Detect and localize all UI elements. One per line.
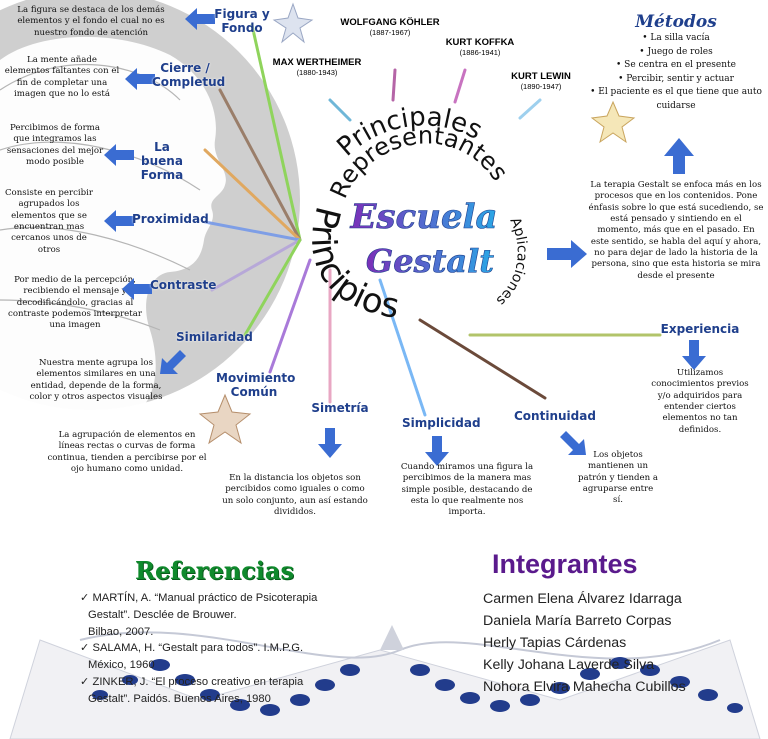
rep-years: (1887-1967) <box>369 27 411 37</box>
member-name: Daniela María Barreto Corpas <box>483 613 672 629</box>
simplicidad-text: Cuando miramos una figura la percibimos … <box>400 462 534 518</box>
star-decorations <box>198 2 636 445</box>
arrow-down-left-icon <box>160 346 188 374</box>
rep-years: (1886-1941) <box>459 47 501 57</box>
arrow-left-icon <box>104 144 134 166</box>
check-icon: ✓ <box>80 642 93 655</box>
proximidad-label: Proximidad <box>132 212 209 226</box>
buena-forma-text: Percibimos de forma que integramos las s… <box>6 123 104 168</box>
reference-item: ✓ MARTÍN, A. “Manual práctico de Psicote… <box>80 590 380 640</box>
referencias-title: Referencias <box>135 556 294 585</box>
reference-line: Bilbao, 2007. <box>88 625 154 638</box>
metodos-item: • Percibir, sentir y actuar <box>618 73 734 84</box>
metodos-item: • El paciente es el que tiene que auto c… <box>590 87 762 111</box>
proximidad-text: Consiste en percibir agrupados los eleme… <box>4 188 94 255</box>
rep-name: WOLFGANG KÖHLER <box>340 17 440 28</box>
buena-forma-label: La buena Forma <box>140 140 184 182</box>
metodos-item: • Se centra en el presente <box>616 60 736 70</box>
contraste-label: Contraste <box>150 278 217 292</box>
check-icon: ✓ <box>80 675 93 688</box>
rep-years: (1890-1947) <box>520 81 562 91</box>
rep-koffka: KURT KOFFKA (1886-1941) <box>430 37 530 58</box>
movimiento-text: La agrupación de elementos en líneas rec… <box>47 430 207 475</box>
rep-kohler: WOLFGANG KÖHLER (1887-1967) <box>320 17 460 38</box>
reference-line: México, 1960 <box>88 659 155 672</box>
arrow-right-icon <box>547 240 587 268</box>
similaridad-label: Similaridad <box>176 330 253 344</box>
reference-line: MARTÍN, A. “Manual práctico de Psicotera… <box>92 592 318 604</box>
rep-name: KURT KOFFKA <box>445 37 515 48</box>
experiencia-text: Utilizamos conocimientos previos y/o adq… <box>651 368 749 435</box>
arrow-left-icon <box>104 210 134 232</box>
member-name: Kelly Johana Laverde Silva <box>483 657 655 673</box>
continuidad-text: Los objetos mantienen un patrón y tiende… <box>578 450 659 506</box>
referencias-list: ✓ MARTÍN, A. “Manual práctico de Psicote… <box>80 590 380 708</box>
contraste-text: Por medio de la percepción, recibiendo e… <box>8 275 142 331</box>
metodos-title: Métodos <box>635 12 717 32</box>
metodos-section: Métodos • La silla vacía • Juego de roles… <box>586 12 766 113</box>
reference-item: ✓ ZINKER, J. “El proceso creativo en ter… <box>80 674 380 708</box>
member-name: Carmen Elena Álvarez Idarraga <box>483 591 682 607</box>
figura-fondo-label: Figura y Fondo <box>214 7 270 35</box>
aplicaciones-text: La terapia Gestalt se enfoca más en los … <box>588 180 764 281</box>
reference-item: ✓ SALAMA, H. “Gestalt para todos”. I.M.P… <box>80 640 380 674</box>
cierre-label: Cierre / Completud <box>152 61 226 89</box>
reference-line: SALAMA, H. “Gestalt para todos”. I.M.P.G… <box>92 642 304 655</box>
arrow-left-icon <box>185 8 215 30</box>
simetria-text: En la distancia los objetos son percibid… <box>222 473 368 518</box>
similaridad-text: Nuestra mente agrupa los elementos simil… <box>29 358 163 403</box>
member-name: Nohora Elvira Mahecha Cubillos <box>483 679 686 695</box>
rep-lewin: KURT LEWIN (1890-1947) <box>496 71 586 92</box>
metodos-list: • La silla vacía • Juego de roles • Se cen… <box>586 32 766 113</box>
arrow-down-icon <box>682 340 706 370</box>
connector-lines <box>203 23 662 417</box>
member-name: Herly Tapias Cárdenas <box>483 635 627 651</box>
arrow-down-icon <box>425 436 449 466</box>
arrow-up-icon <box>664 138 694 174</box>
reference-line: ZINKER, J. “El proceso creativo en terap… <box>92 675 304 688</box>
reference-line: Gestalt”. Desclée de Brouwer. <box>88 608 237 621</box>
title-line2: Gestalt <box>366 242 494 280</box>
metodos-item: • La silla vacía <box>642 33 710 43</box>
metodos-item: • Juego de roles <box>639 46 713 57</box>
arrow-down-right-icon <box>558 427 586 455</box>
experiencia-label: Experiencia <box>660 322 740 336</box>
title-line1: Escuela <box>349 197 497 237</box>
rep-wertheimer: MAX WERTHEIMER (1880-1943) <box>268 57 366 78</box>
reference-line: Gestalt”. Paidós. Buenos Aires, 1980 <box>88 692 271 705</box>
figura-fondo-text: La figura se destaca de los demás elemen… <box>17 5 165 38</box>
check-icon: ✓ <box>80 592 93 604</box>
cierre-text: La mente añade elementos faltantes con e… <box>4 55 120 100</box>
rep-name: MAX WERTHEIMER <box>272 57 362 68</box>
rep-years: (1880-1943) <box>296 67 338 77</box>
bottom-ornament <box>9 625 761 739</box>
movimiento-label: Movimiento Común <box>216 371 296 399</box>
integrantes-title: Integrantes <box>492 549 638 579</box>
simetria-label: Simetría <box>311 401 369 415</box>
arrow-left-icon <box>122 278 152 300</box>
rep-name: KURT LEWIN <box>511 71 571 82</box>
arc-aplicaciones: Aplicaciones <box>493 215 530 308</box>
simplicidad-label: Simplicidad <box>402 416 481 430</box>
arrow-down-icon <box>318 428 342 458</box>
arrow-left-icon <box>125 68 155 90</box>
continuidad-label: Continuidad <box>514 409 596 423</box>
